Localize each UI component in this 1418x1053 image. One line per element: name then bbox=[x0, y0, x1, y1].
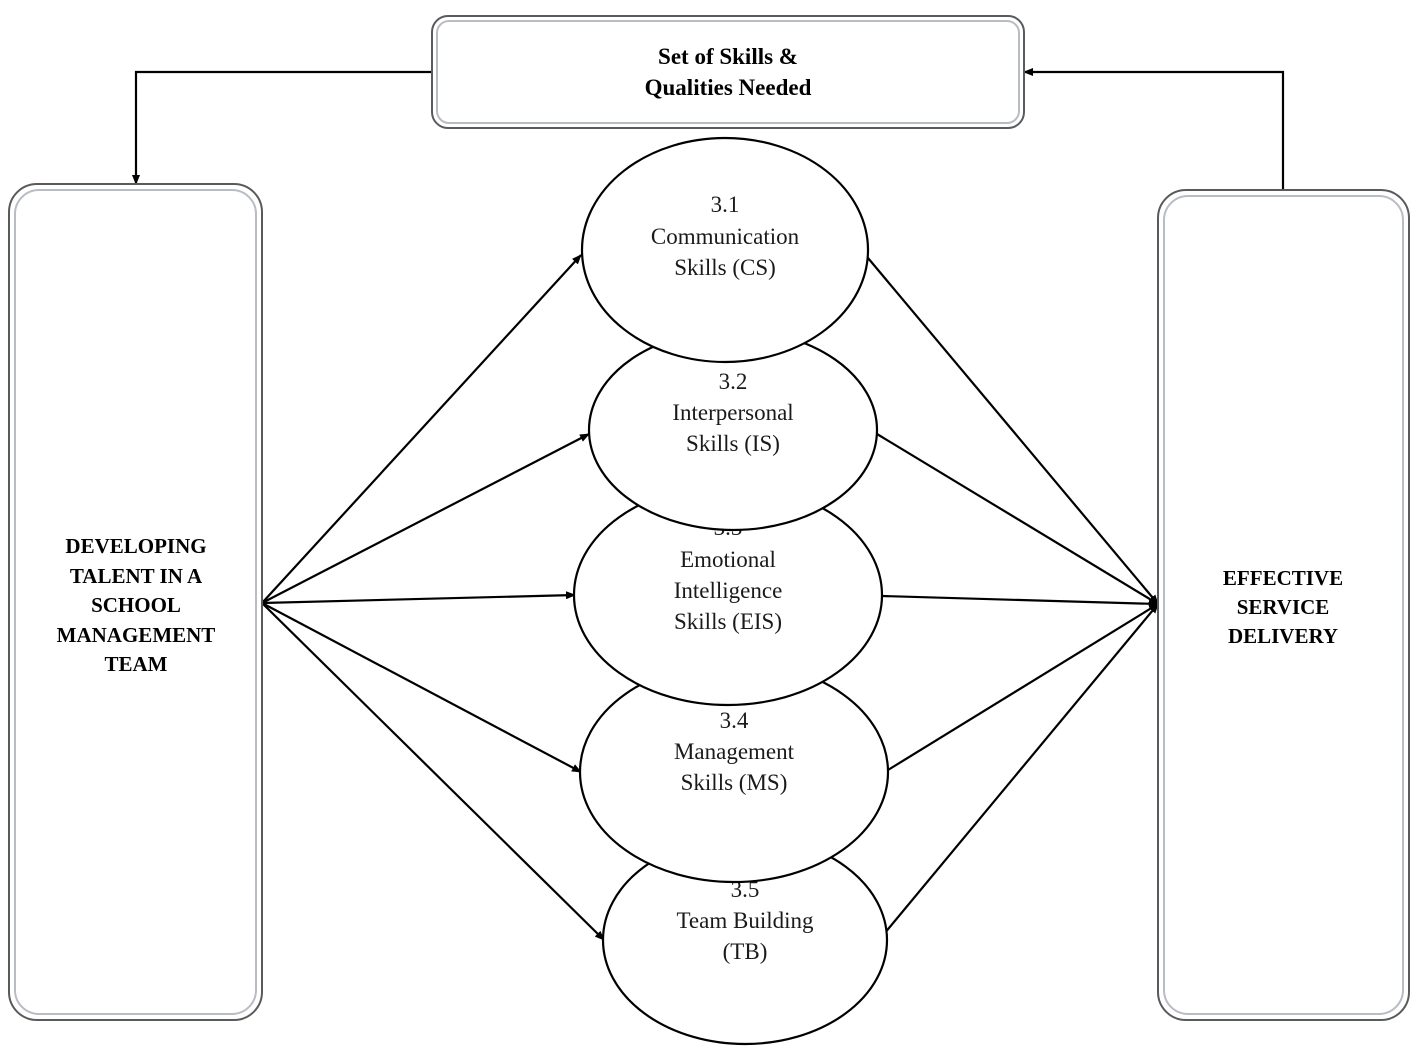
line-from-skill-3 bbox=[881, 594, 1159, 608]
top-box-line-2: Qualities Needed bbox=[645, 75, 812, 100]
skill-4-line-1: Management bbox=[674, 739, 795, 764]
skill-2-line-2: Skills (IS) bbox=[686, 431, 780, 456]
skill-3-line-2: Intelligence bbox=[674, 578, 783, 603]
skill-2-line-1: Interpersonal bbox=[672, 400, 793, 425]
skill-ellipse-1: 3.1 Communication Skills (CS) bbox=[580, 136, 870, 364]
arrow-to-skill-2 bbox=[261, 433, 590, 604]
feedback-arrow-left bbox=[132, 70, 432, 185]
skill-4-line-2: Skills (MS) bbox=[681, 770, 788, 795]
line-from-skill-5 bbox=[883, 603, 1159, 935]
feedback-arrow-right bbox=[1023, 68, 1285, 190]
left-box-line-2: TALENT IN A bbox=[70, 564, 203, 588]
top-box-line-1: Set of Skills & bbox=[658, 44, 798, 69]
arrow-to-skill-3 bbox=[261, 591, 576, 605]
left-box-line-1: DEVELOPING bbox=[65, 534, 206, 558]
left-box: DEVELOPING TALENT IN A SCHOOL MANAGEMENT… bbox=[8, 183, 263, 1021]
right-box-line-3: DELIVERY bbox=[1228, 624, 1338, 648]
skill-5-line-2: (TB) bbox=[723, 939, 768, 964]
left-box-line-5: TEAM bbox=[105, 652, 168, 676]
top-box: Set of Skills & Qualities Needed bbox=[431, 15, 1025, 129]
skill-ellipse-3: 3.3 Emotional Intelligence Skills (EIS) bbox=[572, 483, 884, 707]
arrow-to-skill-4 bbox=[261, 602, 582, 773]
skill-ellipse-2: 3.2 Interpersonal Skills (IS) bbox=[587, 328, 879, 532]
left-box-line-3: SCHOOL bbox=[91, 593, 181, 617]
skill-1-number: 3.1 bbox=[711, 192, 740, 217]
skill-3-line-1: Emotional bbox=[680, 547, 776, 572]
skill-3-line-3: Skills (EIS) bbox=[674, 609, 782, 634]
arrow-to-skill-5 bbox=[261, 602, 605, 941]
line-from-skill-4 bbox=[887, 603, 1159, 771]
skill-2-number: 3.2 bbox=[719, 369, 748, 394]
right-box-line-1: EFFECTIVE bbox=[1223, 566, 1343, 590]
arrow-to-skill-1 bbox=[261, 254, 582, 604]
left-box-line-4: MANAGEMENT bbox=[57, 623, 216, 647]
line-from-skill-1 bbox=[867, 257, 1159, 605]
skill-1-line-2: Skills (CS) bbox=[674, 255, 776, 280]
right-box: EFFECTIVE SERVICE DELIVERY bbox=[1157, 189, 1410, 1021]
left-arrows bbox=[261, 254, 605, 941]
right-lines bbox=[867, 257, 1159, 935]
skill-4-number: 3.4 bbox=[720, 708, 749, 733]
skill-5-line-1: Team Building bbox=[676, 908, 814, 933]
line-from-skill-2 bbox=[876, 433, 1159, 605]
right-box-line-2: SERVICE bbox=[1237, 595, 1330, 619]
skill-1-line-1: Communication bbox=[651, 224, 800, 249]
